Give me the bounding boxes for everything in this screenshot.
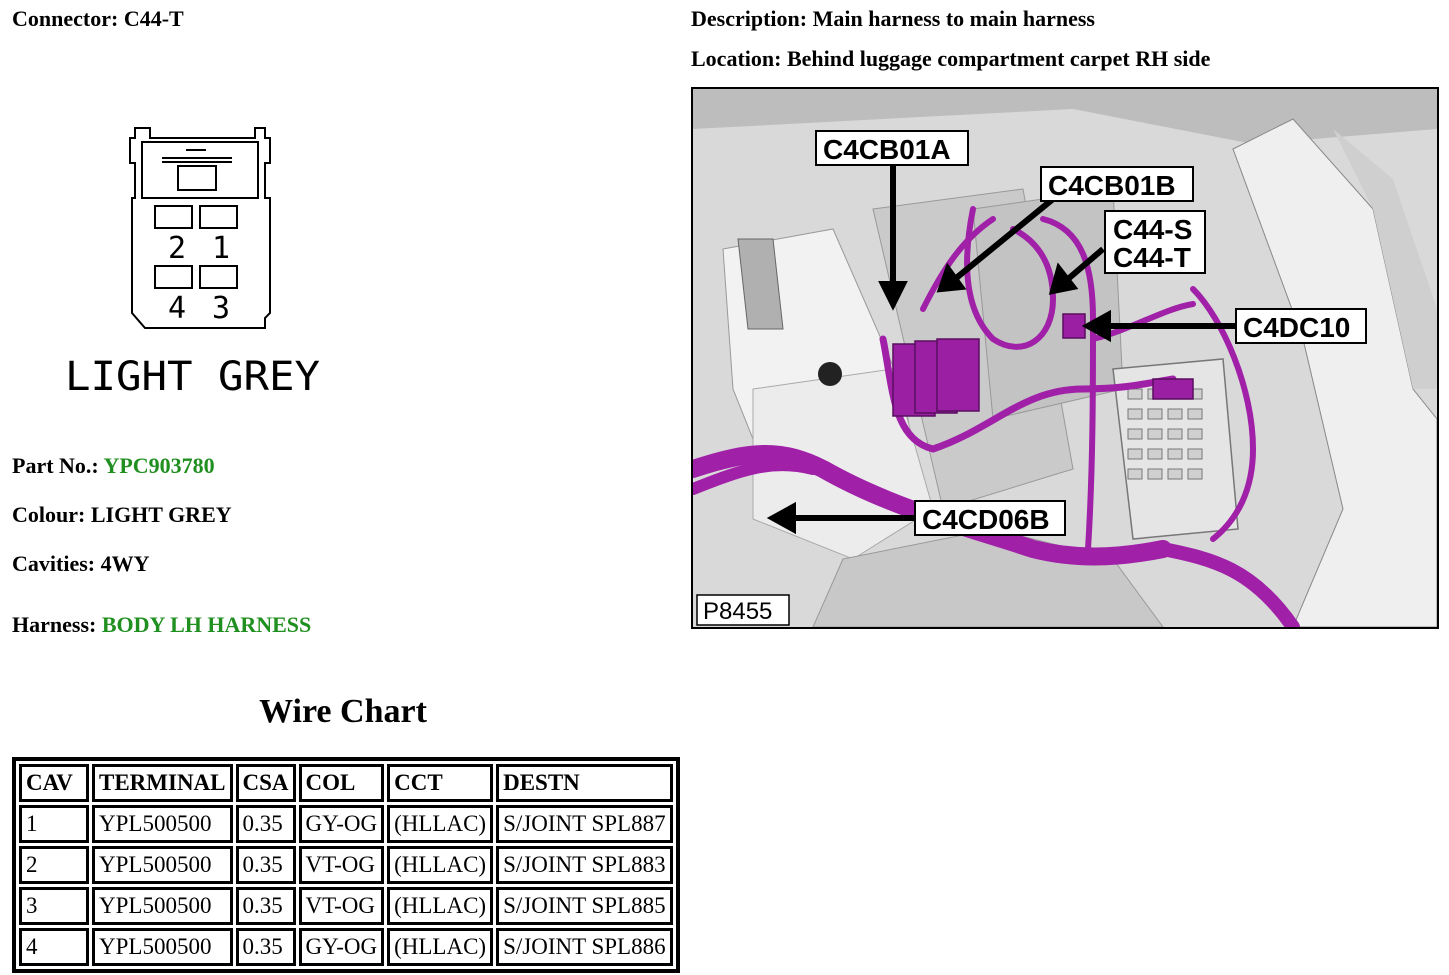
colour-caption: LIGHT GREY [65, 354, 320, 400]
callout-c4cd06b: C4CD06B [922, 504, 1050, 535]
cell-csa: 0.35 [235, 846, 296, 884]
harness-line: Harness: BODY LH HARNESS [12, 612, 311, 638]
part-number-line: Part No.: YPC903780 [12, 453, 215, 479]
cell-cav: 3 [19, 887, 89, 925]
description-line: Description: Main harness to main harnes… [691, 6, 1095, 32]
cavities-label: Cavities: [12, 551, 96, 576]
cell-cav: 2 [19, 846, 89, 884]
table-row: 4 YPL500500 0.35 GY-OG (HLLAC) S/JOINT S… [19, 928, 673, 966]
cell-cct: (HLLAC) [387, 805, 494, 843]
cell-destn: S/JOINT SPL887 [496, 805, 673, 843]
cavity-number-2: 2 [168, 231, 186, 266]
cell-destn: S/JOINT SPL885 [496, 887, 673, 925]
column-header-destn: DESTN [496, 764, 673, 802]
cavity-number-1: 1 [212, 231, 230, 266]
part-number-label: Part No.: [12, 453, 99, 478]
wire-chart-title: Wire Chart [259, 693, 427, 730]
callout-c4cb01b: C4CB01B [1048, 170, 1176, 201]
photo-id-label: P8455 [703, 598, 772, 625]
colour-value: LIGHT GREY [90, 502, 232, 527]
part-number-link[interactable]: YPC903780 [103, 453, 215, 478]
connector-label: Connector: [12, 6, 119, 31]
column-header-col: COL [298, 764, 385, 802]
table-row: 2 YPL500500 0.35 VT-OG (HLLAC) S/JOINT S… [19, 846, 673, 884]
cell-csa: 0.35 [235, 928, 296, 966]
table-row: 3 YPL500500 0.35 VT-OG (HLLAC) S/JOINT S… [19, 887, 673, 925]
cell-cct: (HLLAC) [387, 928, 494, 966]
callout-c44-t: C44-T [1113, 242, 1191, 273]
description-label: Description: [691, 6, 808, 31]
column-header-terminal: TERMINAL [92, 764, 233, 802]
cell-cav: 1 [19, 805, 89, 843]
cell-cct: (HLLAC) [387, 846, 494, 884]
callout-c44-s: C44-S [1113, 214, 1192, 245]
connector-outline-drawing: 2 1 4 3 LIGHT GREY [65, 127, 320, 400]
location-label: Location: [691, 46, 782, 71]
cell-csa: 0.35 [235, 887, 296, 925]
cell-col: GY-OG [298, 928, 385, 966]
cell-terminal: YPL500500 [92, 805, 233, 843]
cavity-number-4: 4 [168, 291, 186, 326]
column-header-csa: CSA [235, 764, 296, 802]
table-header-row: CAV TERMINAL CSA COL CCT DESTN [19, 764, 673, 802]
cell-col: VT-OG [298, 887, 385, 925]
callout-c4cb01a: C4CB01A [823, 134, 951, 165]
column-header-cct: CCT [387, 764, 494, 802]
wire-chart-table: CAV TERMINAL CSA COL CCT DESTN 1 YPL5005… [12, 757, 680, 973]
connector-value: C44-T [123, 6, 184, 31]
connector-face-diagram: 2 1 4 3 LIGHT GREY [60, 118, 330, 408]
cavity-number-3: 3 [212, 291, 230, 326]
connector-location-image: C4CB01A C4CB01B C44-S C44-T C4DC10 C4CD0… [691, 87, 1439, 629]
location-illustration: C4CB01A C4CB01B C44-S C44-T C4DC10 C4CD0… [693, 89, 1437, 627]
cavities-line: Cavities: 4WY [12, 551, 149, 577]
cell-destn: S/JOINT SPL883 [496, 846, 673, 884]
harness-label: Harness: [12, 612, 97, 637]
cell-terminal: YPL500500 [92, 846, 233, 884]
cell-cct: (HLLAC) [387, 887, 494, 925]
harness-link[interactable]: BODY LH HARNESS [101, 612, 312, 637]
column-header-cav: CAV [19, 764, 89, 802]
cell-col: VT-OG [298, 846, 385, 884]
connector-heading: Connector: C44-T [12, 6, 184, 32]
location-value: Behind luggage compartment carpet RH sid… [786, 46, 1211, 71]
cell-col: GY-OG [298, 805, 385, 843]
cell-destn: S/JOINT SPL886 [496, 928, 673, 966]
table-row: 1 YPL500500 0.35 GY-OG (HLLAC) S/JOINT S… [19, 805, 673, 843]
colour-line: Colour: LIGHT GREY [12, 502, 232, 528]
cavities-value: 4WY [100, 551, 150, 576]
cell-terminal: YPL500500 [92, 887, 233, 925]
callout-c4dc10: C4DC10 [1243, 312, 1350, 343]
cell-cav: 4 [19, 928, 89, 966]
colour-label: Colour: [12, 502, 86, 527]
location-line: Location: Behind luggage compartment car… [691, 46, 1210, 72]
cell-terminal: YPL500500 [92, 928, 233, 966]
cell-csa: 0.35 [235, 805, 296, 843]
description-value: Main harness to main harness [812, 6, 1095, 31]
